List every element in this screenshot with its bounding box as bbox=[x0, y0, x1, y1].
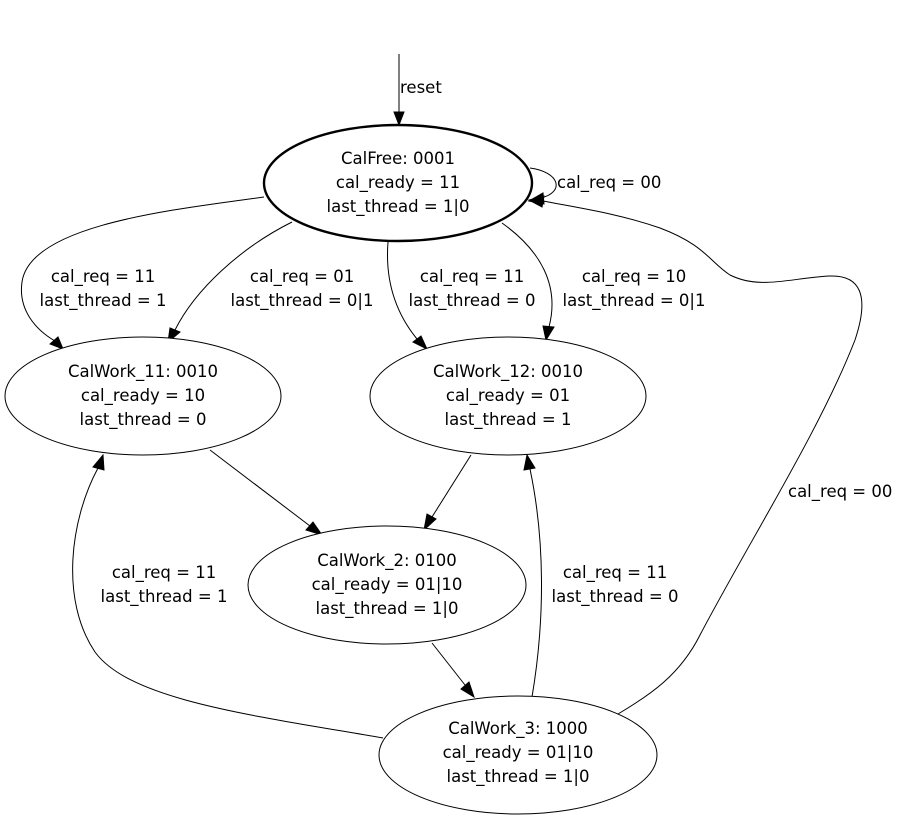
edge-label: cal_req = 00 bbox=[788, 482, 892, 502]
arrowhead-icon bbox=[460, 681, 475, 699]
node-calwork2: CalWork_2: 0100 cal_ready = 01|10 last_t… bbox=[247, 525, 527, 645]
node-label-ready: cal_ready = 11 bbox=[336, 173, 460, 193]
node-ellipse bbox=[369, 336, 647, 456]
edge-calfree-to-calwork12-a: cal_req = 11 last_thread = 0 bbox=[387, 241, 536, 351]
edge-line bbox=[174, 221, 293, 331]
node-label-ready: cal_ready = 10 bbox=[81, 386, 205, 406]
edge-label: last_thread = 1 bbox=[101, 587, 228, 607]
edge-line bbox=[431, 642, 466, 686]
edge-calfree-to-calwork11-a: cal_req = 11 last_thread = 1 bbox=[20, 196, 265, 350]
node-label-ready: cal_ready = 01 bbox=[446, 386, 570, 406]
edge-calwork3-to-calwork11: cal_req = 11 last_thread = 1 bbox=[72, 453, 384, 739]
edge-label: cal_req = 01 bbox=[250, 267, 354, 287]
edge-line bbox=[529, 167, 557, 199]
edge-label: last_thread = 1 bbox=[40, 291, 167, 311]
edge-line bbox=[209, 449, 311, 527]
arrowhead-icon bbox=[523, 453, 536, 471]
node-calwork12: CalWork_12: 0010 cal_ready = 01 last_thr… bbox=[369, 336, 647, 456]
edge-label: cal_req = 11 bbox=[563, 563, 667, 583]
edge-line bbox=[529, 468, 542, 698]
node-label-title: CalWork_2: 0100 bbox=[317, 551, 457, 571]
node-label-title: CalWork_11: 0010 bbox=[68, 362, 218, 382]
arrowhead-icon bbox=[542, 325, 555, 342]
arrowhead-icon bbox=[527, 195, 545, 208]
node-label-thread: last_thread = 1|0 bbox=[327, 197, 470, 217]
edge-label: last_thread = 0 bbox=[552, 587, 679, 607]
node-calfree: CalFree: 0001 cal_ready = 11 last_thread… bbox=[262, 123, 534, 243]
node-ellipse bbox=[4, 336, 282, 456]
edge-calwork3-to-calwork12: cal_req = 11 last_thread = 0 bbox=[523, 453, 679, 698]
edge-label: last_thread = 0|1 bbox=[563, 291, 706, 311]
node-ellipse bbox=[262, 123, 534, 243]
node-label-thread: last_thread = 0 bbox=[80, 410, 207, 430]
node-ellipse bbox=[247, 525, 527, 645]
arrowhead-icon bbox=[412, 335, 429, 351]
node-label-title: CalFree: 0001 bbox=[341, 149, 455, 168]
node-label-title: CalWork_12: 0010 bbox=[433, 362, 583, 382]
edge-line bbox=[20, 196, 265, 342]
edge-label: cal_req = 11 bbox=[112, 563, 216, 583]
node-label-title: CalWork_3: 1000 bbox=[448, 719, 588, 739]
edge-line bbox=[542, 200, 863, 715]
node-label-ready: cal_ready = 01|10 bbox=[443, 743, 594, 763]
edge-label: cal_req = 11 bbox=[51, 267, 155, 287]
node-label-thread: last_thread = 1|0 bbox=[447, 767, 590, 787]
arrowhead-icon bbox=[305, 521, 324, 536]
edge-calwork3-to-calfree: cal_req = 00 bbox=[527, 195, 892, 715]
edge-label: last_thread = 0 bbox=[409, 291, 536, 311]
edge-line bbox=[501, 222, 553, 328]
edge-label: last_thread = 0|1 bbox=[231, 291, 374, 311]
node-label-thread: last_thread = 1 bbox=[445, 410, 572, 430]
arrowhead-icon bbox=[423, 513, 437, 532]
edge-label: cal_req = 10 bbox=[582, 267, 686, 287]
edge-calwork11-to-calwork2 bbox=[209, 449, 324, 536]
arrowhead-icon bbox=[393, 111, 405, 127]
node-label-ready: cal_ready = 01|10 bbox=[312, 575, 463, 595]
edge-label: reset bbox=[400, 78, 442, 97]
node-ellipse bbox=[378, 695, 658, 815]
edge-line bbox=[431, 454, 472, 518]
edge-calwork2-to-calwork3 bbox=[431, 642, 475, 699]
node-calwork3: CalWork_3: 1000 cal_ready = 01|10 last_t… bbox=[378, 695, 658, 815]
edge-line bbox=[387, 241, 418, 340]
edge-label: cal_req = 11 bbox=[420, 267, 524, 287]
edge-calfree-to-calwork11-b: cal_req = 01 last_thread = 0|1 bbox=[167, 221, 374, 344]
arrowhead-icon bbox=[49, 336, 64, 350]
edge-calfree-to-calwork12-b: cal_req = 10 last_thread = 0|1 bbox=[501, 222, 706, 342]
arrowhead-icon bbox=[92, 453, 105, 471]
node-label-thread: last_thread = 1|0 bbox=[316, 599, 459, 619]
edge-calfree-self-loop: cal_req = 00 bbox=[527, 167, 661, 205]
edge-line bbox=[72, 467, 384, 739]
node-calwork11: CalWork_11: 0010 cal_ready = 10 last_thr… bbox=[4, 336, 282, 456]
edge-label: cal_req = 00 bbox=[557, 173, 661, 193]
edge-calwork12-to-calwork2 bbox=[423, 454, 472, 532]
edge-reset: reset bbox=[393, 54, 442, 127]
